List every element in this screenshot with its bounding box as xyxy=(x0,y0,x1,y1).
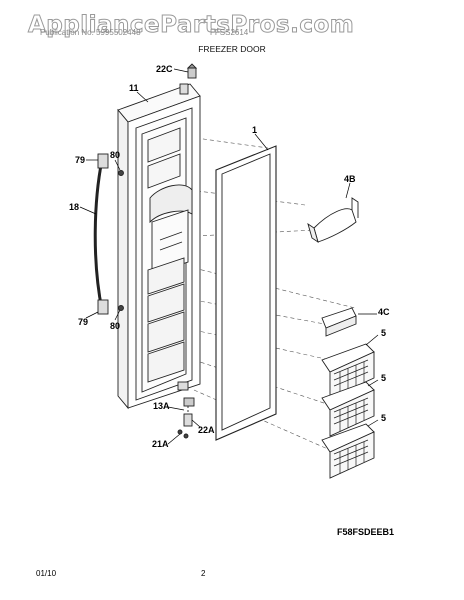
wire-basket-lower xyxy=(321,423,375,479)
door-bin-4c xyxy=(321,307,357,337)
callout-80-bottom: 80 xyxy=(110,321,121,331)
callout-4c: 4C xyxy=(378,307,390,317)
door-handle xyxy=(93,153,109,315)
callout-1: 1 xyxy=(252,125,258,135)
callout-21a: 21A xyxy=(152,439,169,449)
callout-22c: 22C xyxy=(156,64,173,74)
door-bin-4b xyxy=(307,197,359,244)
footer-page-number: 2 xyxy=(201,569,206,578)
callout-18: 18 xyxy=(69,202,80,212)
callout-11: 11 xyxy=(129,83,139,93)
callout-79-top: 79 xyxy=(75,155,86,165)
callout-13a: 13A xyxy=(153,401,170,411)
wire-basket-upper xyxy=(321,343,375,399)
model-number: FFSS2614 xyxy=(210,28,249,37)
door-gasket xyxy=(215,145,277,441)
footer-date: 01/10 xyxy=(36,569,57,578)
diagram-model-code: F58FSDEEB1 xyxy=(337,527,395,537)
callout-5-middle: 5 xyxy=(381,373,387,383)
wire-basket-middle xyxy=(321,381,375,437)
callout-79-bottom: 79 xyxy=(78,317,89,327)
freezer-door-panel xyxy=(117,83,201,410)
publication-number: Publication No. 5995502448 xyxy=(40,28,141,37)
callout-80-top: 80 xyxy=(110,150,121,160)
hinge-pin-22c xyxy=(186,63,198,79)
watermark: AppliancePartsPros.com xyxy=(27,12,355,39)
leader-lines xyxy=(79,68,379,445)
callout-4b: 4B xyxy=(344,174,356,184)
callout-5-upper: 5 xyxy=(381,328,387,338)
section-title: FREEZER DOOR xyxy=(198,44,266,54)
bottom-hinge-parts xyxy=(177,397,195,439)
callout-22a: 22A xyxy=(198,425,215,435)
callout-5-lower: 5 xyxy=(381,413,387,423)
screws xyxy=(118,170,124,311)
